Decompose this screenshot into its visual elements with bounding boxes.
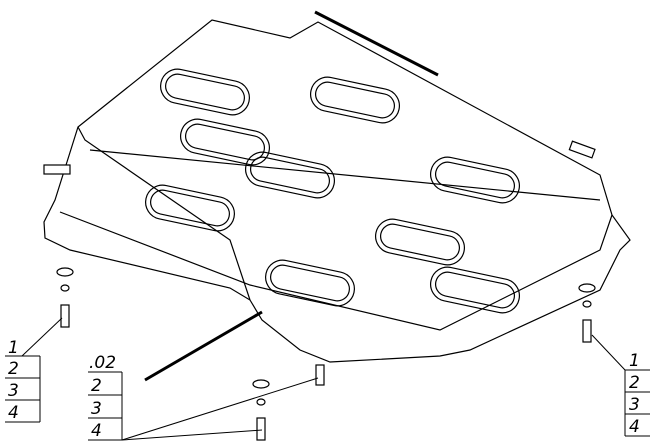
callout-middle-3: 3 xyxy=(91,399,102,419)
slot-outline xyxy=(265,259,355,307)
slots xyxy=(145,68,520,314)
skid-plate xyxy=(43,19,631,363)
callout-right-3: 3 xyxy=(629,395,640,415)
hardware xyxy=(43,10,596,441)
callout-right-4: 4 xyxy=(629,417,640,437)
slot-outline xyxy=(150,189,230,227)
slot-outline xyxy=(435,271,515,309)
callout-right-1: 1 xyxy=(629,351,640,371)
slot-outline xyxy=(430,266,520,314)
slot-outline xyxy=(180,118,270,166)
slot-outline xyxy=(315,81,395,119)
slot-outline xyxy=(165,73,245,111)
leader-lines xyxy=(5,317,650,441)
slot-outline xyxy=(380,223,460,261)
slot-outline xyxy=(245,151,335,199)
callout-middle-1: .02 xyxy=(89,353,117,373)
callout-left-3: 3 xyxy=(8,381,19,401)
slot-outline xyxy=(310,76,400,124)
callout-middle-2: 2 xyxy=(91,376,102,396)
slot-outline xyxy=(430,156,520,204)
slot-outline xyxy=(435,161,515,199)
slot-outline xyxy=(250,156,330,194)
slot-outline xyxy=(160,68,250,116)
slot-outline xyxy=(375,218,465,266)
slot-outline xyxy=(185,123,265,161)
callout-right-2: 2 xyxy=(629,373,640,393)
callout-middle-4: 4 xyxy=(91,421,102,441)
slot-outline xyxy=(145,184,235,232)
slot-outline xyxy=(270,264,350,302)
callout-left-4: 4 xyxy=(8,403,19,423)
callout-left-2: 2 xyxy=(8,359,19,379)
callout-left-1: 1 xyxy=(8,338,19,358)
